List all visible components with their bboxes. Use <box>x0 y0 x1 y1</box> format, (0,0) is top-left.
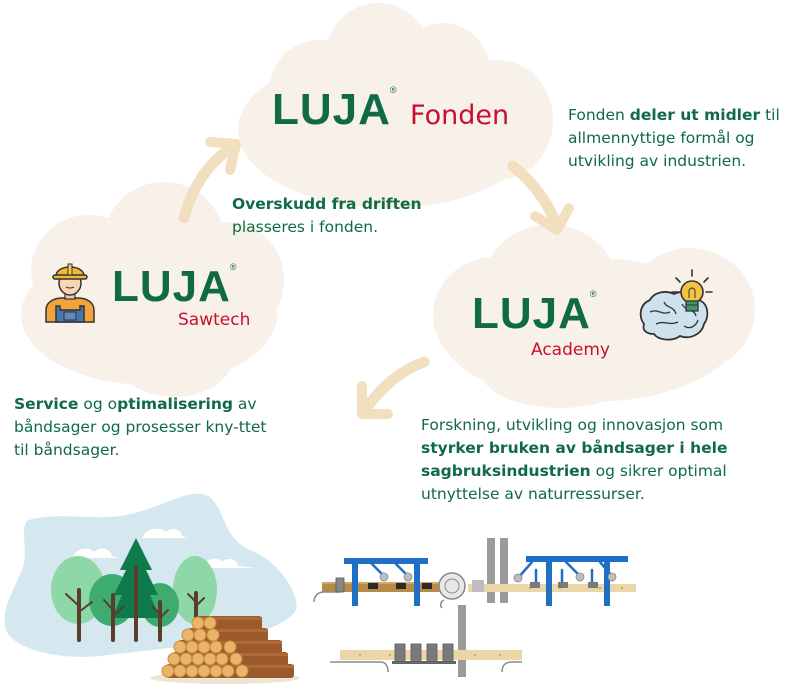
caption-text: og o <box>78 395 118 413</box>
sawtech-label: Sawtech <box>178 310 251 330</box>
luja-wordmark: LUJA <box>472 289 591 338</box>
caption-text: og sikrer optimal utnyttelse av naturres… <box>421 462 727 503</box>
luja-wordmark: LUJA <box>272 85 391 134</box>
registered-mark: ® <box>389 85 398 95</box>
sawmill-machinery-illustration <box>300 520 640 696</box>
construction-worker-icon <box>42 258 98 328</box>
fonden-label: Fonden <box>410 100 510 131</box>
academy-label: Academy <box>531 340 610 360</box>
caption-highlight: styrker bruken av båndsager i hele sagbr… <box>421 439 728 480</box>
caption-text: Forskning, utvikling og innovasjon som <box>421 416 724 434</box>
arrow-academy-to-sawtech <box>352 352 432 426</box>
luja-wordmark: LUJA <box>112 262 231 311</box>
registered-mark: ® <box>589 289 598 299</box>
cloud-fonden <box>238 0 558 215</box>
caption-sawtech: Service og optimalisering av båndsager o… <box>14 393 274 462</box>
caption-highlight: ptimalisering <box>117 395 233 413</box>
caption-fonden: Fonden deler ut midler til allmennyttige… <box>568 104 788 173</box>
caption-highlight: Overskudd fra driften <box>232 195 422 213</box>
caption-text: av båndsager og prosesser kny-ttet til b… <box>14 395 267 459</box>
luja-logo-sawtech: LUJA® <box>112 262 238 311</box>
registered-mark: ® <box>229 262 238 272</box>
caption-highlight: Service <box>14 395 79 413</box>
luja-logo-academy: LUJA® <box>472 289 598 338</box>
caption-text: til allmennyttige formål og utvikling av… <box>568 106 780 170</box>
caption-overskudd: Overskudd fra driften plasseres i fonden… <box>232 193 432 239</box>
caption-text: plasseres i fonden. <box>232 218 379 236</box>
luja-logo-fonden: LUJA® <box>272 85 398 134</box>
caption-academy: Forskning, utvikling og innovasjon som s… <box>421 414 766 506</box>
caption-highlight: deler ut midler <box>629 106 761 124</box>
brain-lightbulb-icon <box>636 268 722 352</box>
caption-text: Fonden <box>568 106 630 124</box>
forest-and-log-pile-illustration <box>0 490 300 696</box>
arrow-fonden-to-academy <box>505 160 585 244</box>
arrow-sawtech-to-fonden <box>172 128 252 227</box>
